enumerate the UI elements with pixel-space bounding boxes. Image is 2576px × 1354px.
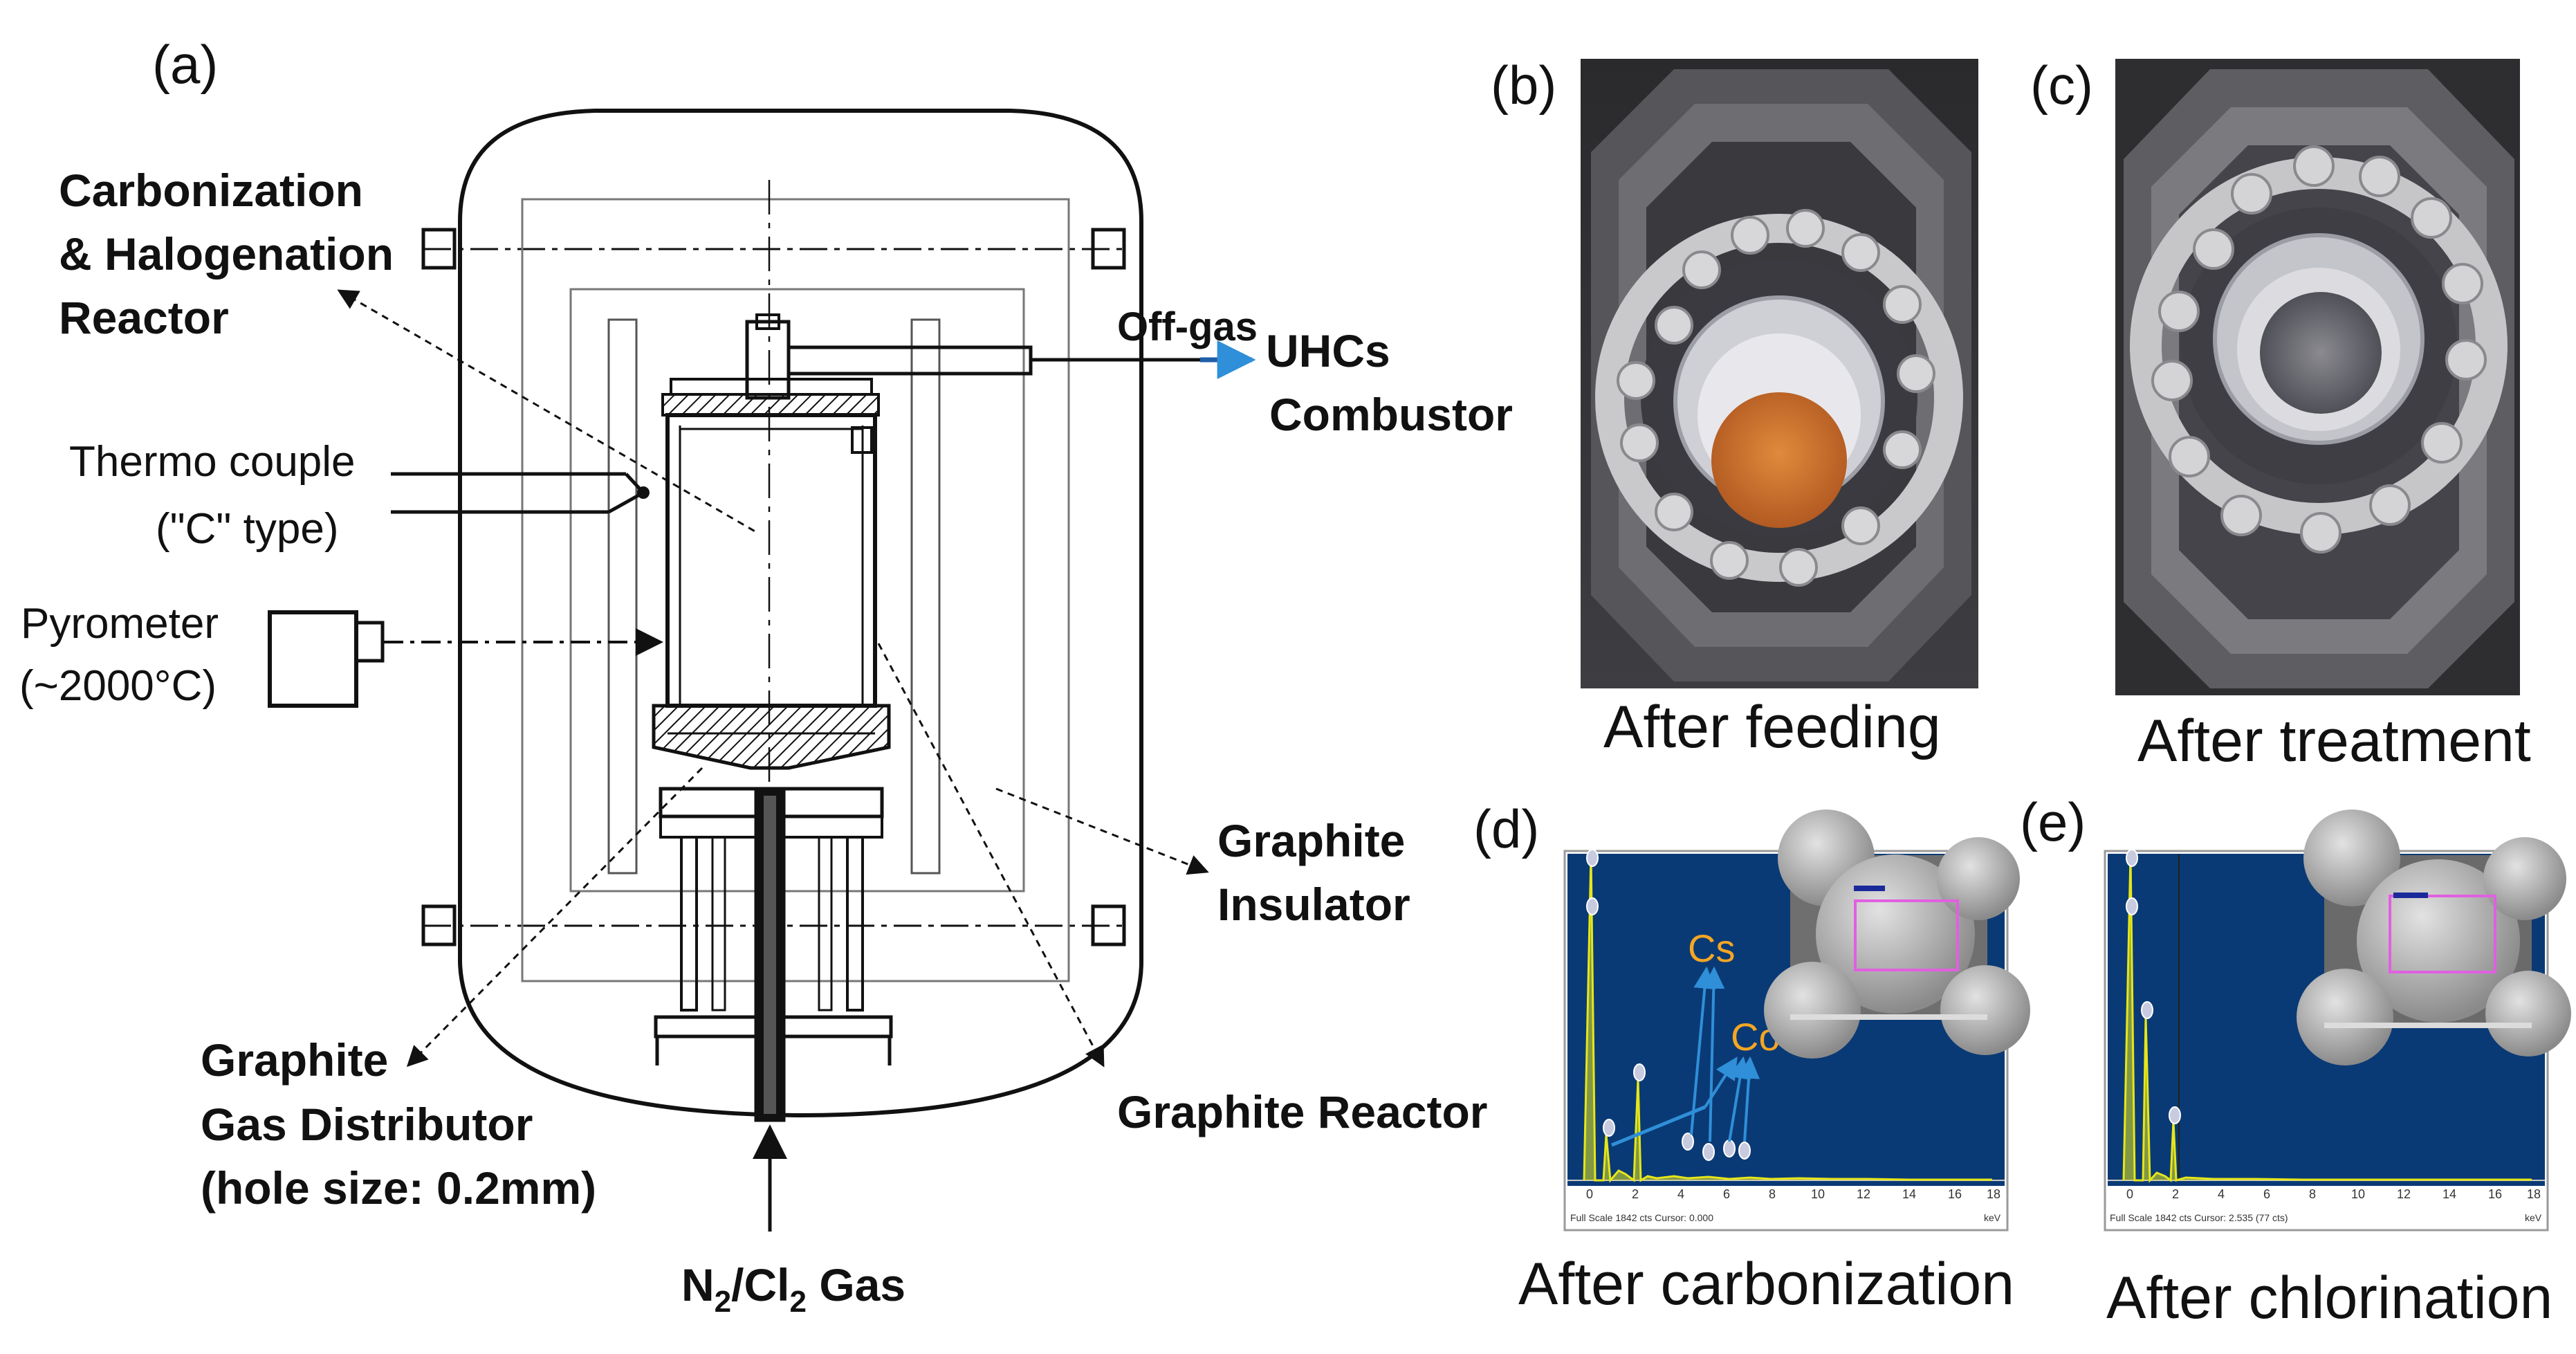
insulator-outer xyxy=(521,198,1070,982)
label-insulator-2: Insulator xyxy=(1217,879,1410,930)
reactor-side-bolt xyxy=(851,426,873,454)
support-leg-right xyxy=(846,836,864,1012)
top-fitting xyxy=(745,320,791,400)
offgas-pipe xyxy=(786,345,1033,376)
label-graphite-reactor: Graphite Reactor xyxy=(1117,1086,1487,1137)
label-gas-rest: Gas xyxy=(807,1259,905,1310)
tick-d-6: 12 xyxy=(1857,1187,1870,1201)
panel-b: (b) After feeding xyxy=(1491,55,1978,760)
panel-d: (d) Cs Co xyxy=(1473,798,2030,1317)
insulator-inner xyxy=(569,288,1025,893)
support-leg-left-2 xyxy=(711,836,726,1012)
photo-after-treatment xyxy=(2115,59,2520,695)
tick-e-5: 10 xyxy=(2351,1187,2365,1201)
caption-c: After treatment xyxy=(2137,708,2531,774)
eds-spectrum-d: Cs Co 0 2 4 6 8 10 12 14 16 18 xyxy=(1563,809,2030,1232)
tick-e-9: 18 xyxy=(2527,1187,2541,1201)
tick-d-5: 10 xyxy=(1811,1187,1825,1201)
heater-right xyxy=(910,318,941,875)
tick-d-4: 8 xyxy=(1769,1187,1776,1201)
label-distributor-1: Graphite xyxy=(201,1034,388,1086)
panel-e-tag: (e) xyxy=(2020,792,2086,852)
label-gas-sub1: 2 xyxy=(715,1285,731,1319)
tick-d-9: 18 xyxy=(1987,1187,2000,1201)
tick-d-8: 16 xyxy=(1948,1187,1962,1201)
photo-after-feeding xyxy=(1581,59,1978,688)
support-leg-left xyxy=(680,836,698,1012)
label-uhcs-1: UHCs xyxy=(1266,325,1390,376)
peak-label-cs: Cs xyxy=(1688,926,1735,970)
gas-inlet-tube-inner xyxy=(764,796,776,1114)
thermocouple-bead xyxy=(637,486,650,499)
label-distributor-2: Gas Distributor xyxy=(201,1099,533,1150)
panel-b-tag: (b) xyxy=(1491,55,1556,116)
leader-reactor xyxy=(337,289,758,534)
label-offgas: Off-gas xyxy=(1117,304,1258,349)
label-distributor-3: (hole size: 0.2mm) xyxy=(201,1162,596,1214)
panel-c: (c) After treatment xyxy=(2030,55,2531,774)
label-thermo-2: ("C" type) xyxy=(156,505,339,553)
tick-d-1: 2 xyxy=(1632,1187,1639,1201)
label-reactor-3: Reactor xyxy=(59,292,229,343)
label-gas-sub2: 2 xyxy=(790,1285,807,1319)
tick-e-7: 14 xyxy=(2442,1187,2456,1201)
tick-e-1: 2 xyxy=(2172,1187,2179,1201)
tick-e-8: 16 xyxy=(2488,1187,2502,1201)
tick-e-0: 0 xyxy=(2126,1187,2133,1201)
top-fitting-cap xyxy=(755,313,780,330)
label-thermo-1: Thermo couple xyxy=(69,438,356,486)
label-insulator-1: Graphite xyxy=(1217,815,1405,866)
panel-a-tag: (a) xyxy=(152,34,218,95)
axis-ticks-d: 0 2 4 6 8 10 12 14 16 18 xyxy=(1586,1187,2000,1201)
gas-distributor xyxy=(652,704,891,770)
caption-d: After carbonization xyxy=(1518,1251,2014,1317)
tick-e-4: 8 xyxy=(2309,1187,2316,1201)
leader-distributor xyxy=(406,767,703,1068)
label-pyro-2: (~2000°C) xyxy=(19,662,217,710)
tick-d-3: 6 xyxy=(1723,1187,1730,1201)
reactor-lid-bar xyxy=(670,378,873,396)
caption-b: After feeding xyxy=(1603,694,1941,760)
label-gas-n: N xyxy=(681,1259,715,1310)
label-reactor-1: Carbonization xyxy=(59,165,363,216)
unit-d: keV xyxy=(1984,1212,2001,1223)
panel-d-tag: (d) xyxy=(1473,798,1539,859)
panel-e: (e) 0 2 xyxy=(2020,792,2571,1331)
footer-d: Full Scale 1842 cts Cursor: 0.000 xyxy=(1570,1212,1713,1223)
caption-e: After chlorination xyxy=(2106,1265,2552,1331)
label-reactor-2: & Halogenation xyxy=(59,228,394,280)
label-gas: N2/Cl2 Gas xyxy=(681,1259,905,1319)
spectrum-trace-e xyxy=(2122,854,2532,1183)
tick-d-0: 0 xyxy=(1586,1187,1593,1201)
label-pyro-1: Pyrometer xyxy=(21,600,219,648)
tick-e-2: 4 xyxy=(2218,1187,2225,1201)
label-uhcs-2: Combustor xyxy=(1269,389,1513,440)
tick-d-7: 14 xyxy=(1902,1187,1916,1201)
pyrometer-lens xyxy=(354,621,385,663)
unit-e: keV xyxy=(2525,1212,2542,1223)
tick-e-6: 12 xyxy=(2397,1187,2411,1201)
pyrometer-body xyxy=(268,610,358,708)
leader-graphite-reactor xyxy=(877,643,1105,1068)
heater-left xyxy=(607,318,638,875)
support-leg-right-2 xyxy=(818,836,833,1012)
panel-c-tag: (c) xyxy=(2030,55,2093,116)
reactor-lid xyxy=(661,393,880,417)
graphite-reactor-body xyxy=(665,413,877,708)
panel-a: (a) xyxy=(19,34,1513,1319)
label-gas-slash: /Cl xyxy=(731,1259,789,1310)
eds-spectrum-e: 0 2 4 6 8 10 12 14 16 18 Full Scale 1842… xyxy=(2104,809,2571,1232)
leader-insulator xyxy=(995,787,1209,875)
vessel-outline xyxy=(458,109,1143,1118)
tick-e-3: 6 xyxy=(2263,1187,2270,1201)
tick-d-2: 4 xyxy=(1677,1187,1684,1201)
treated-residue xyxy=(2260,292,2382,414)
axis-ticks-e: 0 2 4 6 8 10 12 14 16 18 xyxy=(2126,1187,2541,1201)
footer-e: Full Scale 1842 cts Cursor: 2.535 (77 ct… xyxy=(2110,1212,2288,1223)
feed-powder xyxy=(1711,392,1847,528)
